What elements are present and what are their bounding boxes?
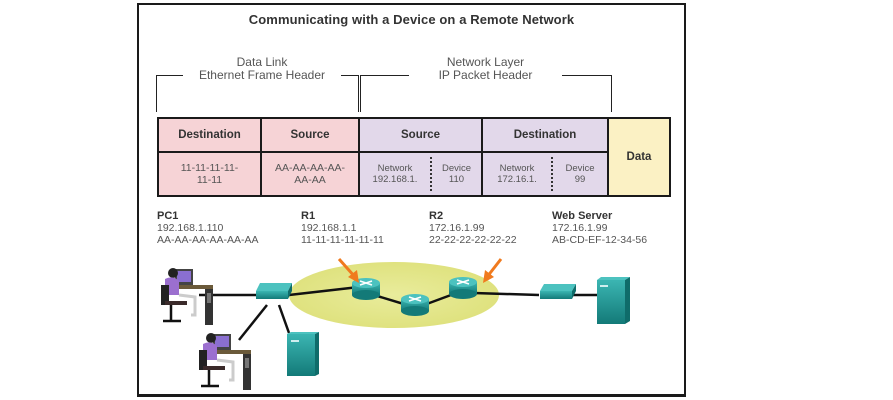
switch-icon — [256, 283, 292, 299]
data-link-label: Data Link Ethernet Frame Header — [183, 56, 341, 82]
data-label: Data — [626, 151, 652, 163]
router-icon — [449, 277, 477, 299]
pc1-workstation-icon — [161, 268, 213, 325]
web-server-mac: AB-CD-EF-12-34-56 — [552, 234, 648, 246]
data-link-title: Data Link — [236, 55, 288, 69]
pc1-ip: 192.168.1.110 — [157, 222, 224, 234]
switch-icon — [540, 284, 576, 299]
link-switch1-pc2 — [238, 304, 268, 341]
router-icon — [352, 278, 380, 300]
eth-source-value-line2: AA-AA — [294, 174, 326, 186]
ip-source-network-value: 192.168.1. — [372, 174, 418, 185]
ip-source-network-label: Network — [377, 163, 413, 174]
wan-cloud — [289, 262, 499, 328]
ip-source-divider — [430, 157, 432, 191]
eth-destination-value-line2: 11-11 — [196, 174, 223, 186]
diagram-title: Communicating with a Device on a Remote … — [248, 12, 575, 27]
router-icon — [401, 294, 429, 316]
web-server-ip: 172.16.1.99 — [552, 222, 608, 234]
ip-destination-label: Destination — [513, 129, 577, 141]
ip-destination-device-value: 99 — [574, 174, 586, 185]
r2-ip: 172.16.1.99 — [429, 222, 485, 234]
link-switch1-server — [277, 304, 291, 334]
ip-source-device-value: 110 — [448, 174, 465, 185]
eth-destination-value: 11-11-11-11-11-11 — [157, 151, 262, 197]
web-server-icon — [597, 277, 630, 324]
ip-destination-network-value: 172.16.1. — [497, 174, 537, 185]
link-r2-switch2 — [473, 291, 540, 297]
pc2-workstation-icon — [199, 333, 251, 390]
web-server-name: Web Server — [552, 210, 613, 222]
ip-source-label: Source — [401, 129, 440, 141]
ip-destination-device-label: Device — [565, 163, 595, 174]
eth-source-label: Source — [290, 129, 330, 141]
server-icon — [287, 332, 319, 376]
eth-source-value: AA-AA-AA-AA-AA-AA — [260, 151, 360, 197]
pc1-name: PC1 — [157, 210, 179, 222]
eth-destination-label: Destination — [178, 129, 241, 141]
data-field: Data — [607, 117, 671, 197]
link-switch1-r1 — [288, 285, 360, 297]
network-topology — [161, 258, 630, 390]
r1-mac: 11-11-11-11-11-11 — [301, 234, 384, 246]
r2-info: R2 172.16.1.99 22-22-22-22-22-22 — [429, 210, 517, 246]
network-layer-subtitle: IP Packet Header — [438, 68, 533, 82]
ip-destination-network-label: Network — [499, 163, 535, 174]
r2-mac: 22-22-22-22-22-22 — [429, 234, 517, 246]
data-link-subtitle: Ethernet Frame Header — [198, 68, 326, 82]
ip-source-device-label: Device — [441, 163, 472, 174]
diagram-frame: Communicating with a Device on a Remote … — [137, 3, 686, 397]
web-server-info: Web Server 172.16.1.99 AB-CD-EF-12-34-56 — [552, 210, 647, 246]
arrow-icon — [337, 258, 359, 283]
eth-destination-value-line1: 11-11-11-11- — [180, 162, 239, 174]
r1-ip: 192.168.1.1 — [301, 222, 357, 234]
pc1-info: PC1 192.168.1.110 AA-AA-AA-AA-AA-AA — [157, 210, 259, 246]
pc1-mac: AA-AA-AA-AA-AA-AA — [157, 234, 259, 246]
r1-name: R1 — [301, 210, 316, 222]
network-layer-title: Network Layer — [446, 55, 525, 69]
arrow-icon — [483, 258, 503, 283]
r1-info: R1 192.168.1.1 11-11-11-11-11-11 — [301, 210, 384, 246]
network-layer-label: Network Layer IP Packet Header — [409, 56, 562, 82]
ip-destination-divider — [551, 157, 553, 191]
eth-source-value-line1: AA-AA-AA-AA- — [274, 162, 345, 174]
r2-name: R2 — [429, 210, 444, 222]
